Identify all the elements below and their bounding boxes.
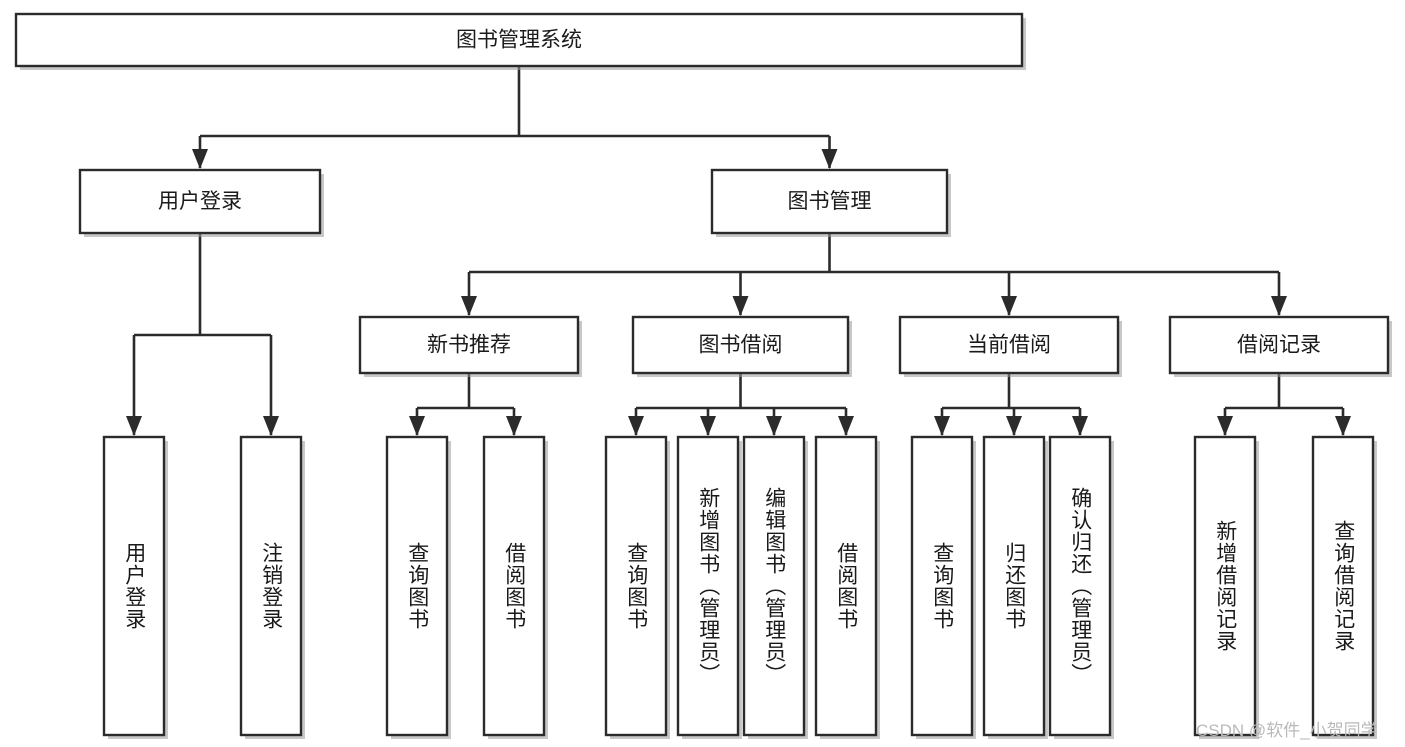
node-leaf-borrow-book-1[interactable] [482, 435, 546, 737]
arrow-to-leaf-borrow-book-1 [506, 416, 522, 436]
arrow-to-leaf-add-book [700, 416, 716, 436]
node-user-login-label: 用户登录 [158, 190, 242, 213]
node-leaf-query-record[interactable] [1311, 435, 1375, 737]
arrow-to-leaf-query-book-1 [409, 416, 425, 436]
node-leaf-query-book-1[interactable] [385, 435, 449, 737]
boxes-layer [14, 12, 1392, 739]
node-book-borrow-label: 图书借阅 [699, 334, 783, 357]
node-root-label: 图书管理系统 [456, 29, 582, 52]
node-leaf-add-book[interactable] [676, 435, 740, 737]
node-user-login[interactable] [78, 168, 322, 235]
node-leaf-confirm-return[interactable] [1048, 435, 1112, 737]
node-leaf-user-login[interactable] [102, 435, 166, 737]
arrow-to-leaf-borrow-book-2 [838, 416, 854, 436]
node-new-book-recommend-label: 新书推荐 [427, 334, 511, 357]
node-leaf-query-book-3[interactable] [910, 435, 974, 737]
connectors-layer [126, 66, 1351, 436]
node-book-manage[interactable] [710, 168, 949, 235]
node-leaf-edit-book[interactable] [742, 435, 806, 737]
arrow-to-book-manage [821, 149, 838, 169]
arrow-to-leaf-confirm-return [1072, 416, 1088, 436]
arrow-to-leaf-return-book [1006, 416, 1022, 436]
node-current-borrow-label: 当前借阅 [967, 334, 1051, 357]
node-borrow-record[interactable] [1168, 315, 1390, 375]
node-leaf-borrow-book-2[interactable] [814, 435, 878, 737]
node-leaf-user-logout[interactable] [239, 435, 303, 737]
watermark-csdn: CSDN @软件_小贺同学 [1196, 721, 1378, 740]
arrow-to-leaf-query-book-2 [628, 416, 644, 436]
arrow-to-leaf-query-record [1335, 416, 1351, 436]
arrow-to-new-book-recommend [461, 296, 477, 316]
arrow-to-leaf-query-book-3 [934, 416, 950, 436]
arrow-to-current-borrow [1001, 296, 1017, 316]
node-book-manage-label: 图书管理 [788, 190, 872, 213]
arrow-to-leaf-user-logout [263, 416, 279, 436]
arrow-to-leaf-user-login [126, 416, 142, 436]
node-new-book-recommend[interactable] [358, 315, 580, 375]
node-current-borrow[interactable] [898, 315, 1120, 375]
node-leaf-add-record[interactable] [1193, 435, 1257, 737]
arrow-to-user-login [192, 149, 208, 169]
node-borrow-record-label: 借阅记录 [1237, 334, 1321, 357]
arrow-to-leaf-edit-book [766, 416, 782, 436]
node-leaf-query-book-2[interactable] [604, 435, 668, 737]
node-root[interactable] [14, 12, 1024, 68]
arrow-to-leaf-add-record [1217, 416, 1233, 436]
node-book-borrow[interactable] [631, 315, 850, 375]
arrow-to-book-borrow [732, 296, 749, 316]
node-leaf-return-book[interactable] [982, 435, 1046, 737]
arrow-to-borrow-record [1271, 296, 1287, 316]
